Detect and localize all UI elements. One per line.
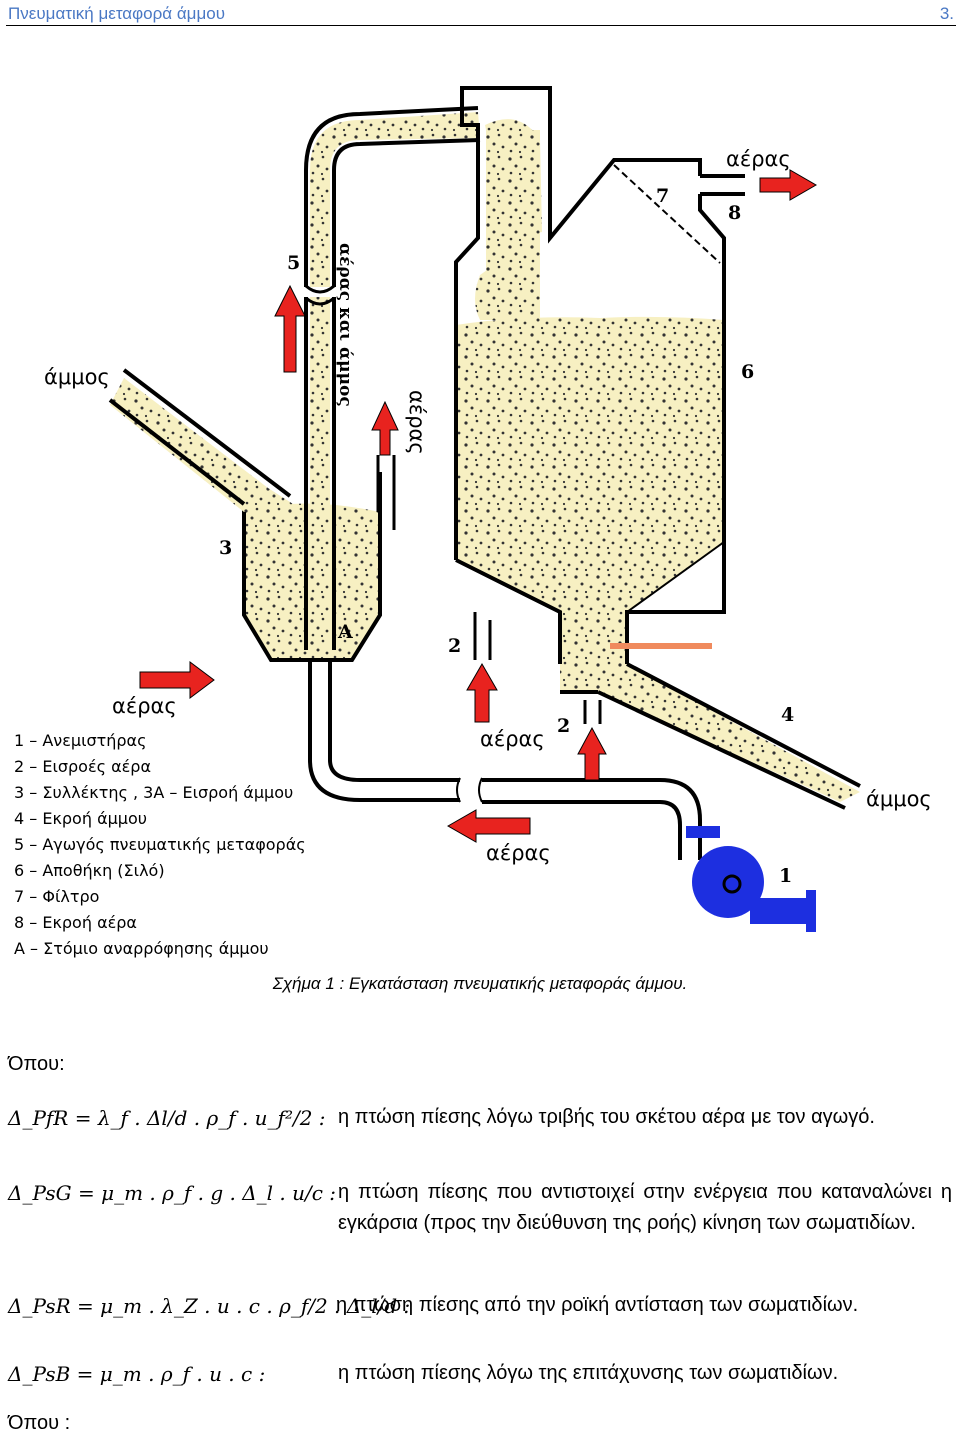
collector-3 (108, 368, 396, 662)
num-5: 5 (287, 252, 300, 274)
letter-a: A (337, 621, 353, 643)
air-supply-line (308, 660, 816, 932)
arrow-right-air-out (759, 169, 818, 201)
legend-item: 8 – Εκροή αέρα (14, 913, 137, 932)
num-3: 3 (219, 537, 232, 559)
silo-6 (454, 86, 861, 810)
arrow-up-silo-inlet (466, 662, 498, 723)
where-label: Όπου: (8, 1053, 65, 1075)
arrow-right-fan-air (139, 661, 215, 699)
label-aeras-bottom: αέρας (486, 841, 551, 865)
header-title: Πνευματική μεταφορά άμμου (8, 4, 225, 23)
arrow-left-bottom-air (446, 809, 531, 843)
num-4: 4 (781, 704, 794, 726)
num-8: 8 (728, 202, 741, 224)
equation-psr: Δ_PsR = μ_m . λ_Z . u . c . ρ_f/2 . Δ_l/… (8, 1294, 411, 1318)
label-ammos-left: άμμος (44, 365, 110, 389)
legend-item: 4 – Εκροή άμμου (14, 809, 147, 828)
label-pipe-text: αέρας και άμμος (335, 243, 355, 407)
equation-psg: Δ_PsG = μ_m . ρ_f . g . Δ_l . u/c : (8, 1181, 337, 1205)
where-label-2: Όπου : (8, 1412, 71, 1434)
legend-item: 7 – Φίλτρο (14, 887, 99, 906)
legend-item: 3 – Συλλέκτης , 3Α – Εισροή άμμου (14, 783, 293, 802)
flow-arrows (139, 169, 818, 843)
legend-item: 6 – Αποθήκη (Σιλό) (14, 861, 165, 880)
label-aeras-fan: αέρας (112, 694, 177, 718)
arrow-up-silo-inlet-2 (577, 726, 607, 781)
legend-item: Α – Στόμιο αναρρόφησης άμμου (14, 939, 269, 958)
pneumatic-transport-diagram: άμμος αέρας αέρας αέρας αέρας άμμος αέρα… (14, 86, 932, 958)
figure-legend: 1 – Ανεμιστήρας 2 – Εισροές αέρα 3 – Συλ… (14, 731, 306, 958)
num-6: 6 (741, 361, 754, 383)
equation-psg-desc: η πτώση πίεσης που αντιστοιχεί στην ενέρ… (338, 1181, 952, 1234)
num-1: 1 (779, 865, 792, 887)
num-2b: 2 (557, 715, 570, 737)
label-aeras-vertical: αέρας (405, 390, 429, 455)
arrow-up-collector-air (371, 400, 399, 456)
transport-pipe-5 (300, 106, 481, 650)
num-2a: 2 (448, 635, 461, 657)
legend-item: 2 – Εισροές αέρα (14, 757, 151, 776)
equation-pfr: Δ_PfR = λ_f . Δl/d . ρ_f . u_f²/2 : (8, 1106, 326, 1130)
num-7: 7 (656, 185, 669, 207)
arrow-up-pipe (274, 284, 306, 373)
equation-pfr-desc: η πτώση πίεσης λόγω τριβής του σκέτου αέ… (338, 1106, 875, 1128)
legend-item: 5 – Αγωγός πνευματικής μεταφοράς (14, 835, 306, 854)
label-ammos-right: άμμος (866, 787, 932, 811)
label-aeras-out: αέρας (726, 147, 791, 171)
equation-psb: Δ_PsB = μ_m . ρ_f . u . c : (8, 1362, 266, 1386)
legend-item: 1 – Ανεμιστήρας (14, 731, 146, 750)
label-aeras-silo: αέρας (480, 727, 545, 751)
equation-psr-desc: η πτώση πίεσης από την ροϊκή αντίσταση τ… (336, 1294, 859, 1316)
page-number: 3. (939, 4, 954, 23)
page-header: Πνευματική μεταφορά άμμου 3. (6, 3, 956, 26)
equation-psb-desc: η πτώση πίεσης λόγω της επιτάχυνσης των … (338, 1362, 839, 1384)
figure-caption: Σχήμα 1 : Εγκατάσταση πνευματικής μεταφο… (272, 974, 688, 993)
